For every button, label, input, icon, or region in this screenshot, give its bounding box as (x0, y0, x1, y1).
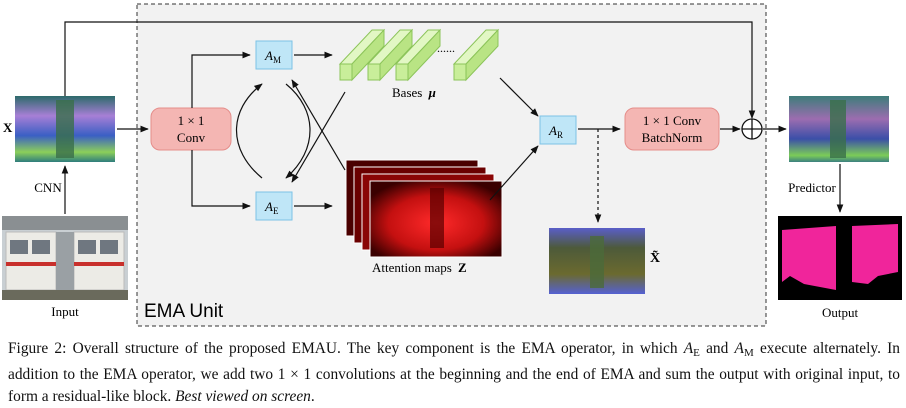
reconstructed-feature-map (549, 228, 645, 294)
bases-symbol: μ (428, 85, 436, 100)
base-bar (452, 28, 500, 82)
bases-dots: ...... (437, 41, 455, 55)
bases-label: Bases (392, 85, 422, 100)
x-label: X (3, 120, 13, 135)
alternation-arrow-left (235, 83, 263, 179)
output-segmentation-mask (778, 216, 902, 300)
caption-emphasis: Best viewed on screen (175, 388, 311, 405)
emau-architecture-diagram: EMA Unit Input CNN X 1 × 1 Conv (2, 3, 902, 327)
residual-skip-connection (64, 21, 756, 119)
sum-operator (741, 118, 763, 140)
bases-mu: ...... (338, 28, 500, 82)
cnn-label: CNN (34, 180, 62, 195)
predictor-label: Predictor (788, 180, 836, 195)
input-image (2, 216, 128, 300)
svg-text:AE: AE (264, 199, 279, 216)
bases-to-ar-arrow (499, 77, 539, 117)
base-bar (338, 28, 386, 82)
conv-1x1-line2: Conv (177, 130, 206, 145)
bases-to-ae-arrow (291, 91, 346, 183)
caption-am-symbol: AM (734, 340, 754, 359)
svg-text:AR: AR (548, 123, 563, 140)
caption-part-4: . (310, 388, 315, 405)
caption-part-2: and (699, 340, 735, 357)
base-bar (366, 28, 414, 82)
input-feature-map-x (15, 96, 115, 162)
conv-to-am-arrow (191, 51, 251, 108)
ar-base: A (548, 123, 557, 138)
base-bar (394, 28, 442, 82)
conv-1x1-block: 1 × 1 Conv (150, 107, 232, 151)
ar-operator: AR (539, 115, 577, 145)
am-base: A (264, 48, 273, 63)
conv-batchnorm-block: 1 × 1 Conv BatchNorm (624, 107, 720, 151)
output-feature-map (789, 96, 889, 162)
ae-sub: E (273, 206, 279, 216)
conv-1x1-line1: 1 × 1 (178, 113, 205, 128)
output-label: Output (822, 305, 859, 320)
conv-to-ae-arrow (191, 150, 251, 210)
input-label: Input (51, 304, 79, 319)
svg-text:Attention maps Z: Attention maps Z (372, 260, 467, 275)
attention-label: Attention maps (372, 260, 452, 275)
ae-base: A (264, 199, 273, 214)
ema-unit-label: EMA Unit (144, 301, 224, 322)
alternation-arrow-right (285, 83, 311, 179)
caption-ae-symbol: AE (683, 340, 700, 359)
ar-sub: R (557, 130, 563, 140)
xtilde-label: X̃ (650, 249, 660, 266)
am-sub: M (273, 55, 281, 65)
caption-part-1: Figure 2: Overall structure of the propo… (8, 340, 684, 357)
conv-bn-line2: BatchNorm (642, 130, 703, 145)
attention-to-ar-arrow (489, 145, 539, 201)
attention-symbol: Z (458, 260, 467, 275)
svg-text:Bases μ: Bases μ (392, 85, 436, 100)
attention-to-am-arrow (291, 79, 346, 171)
ae-operator: AE (255, 191, 293, 221)
am-operator: AM (255, 40, 293, 70)
attention-maps-z (345, 159, 503, 258)
caption-part-3: execute alternately. In addition to the … (8, 340, 900, 405)
svg-text:AM: AM (264, 48, 281, 65)
figure-caption: Figure 2: Overall structure of the propo… (8, 338, 900, 408)
conv-bn-line1: 1 × 1 Conv (643, 113, 702, 128)
